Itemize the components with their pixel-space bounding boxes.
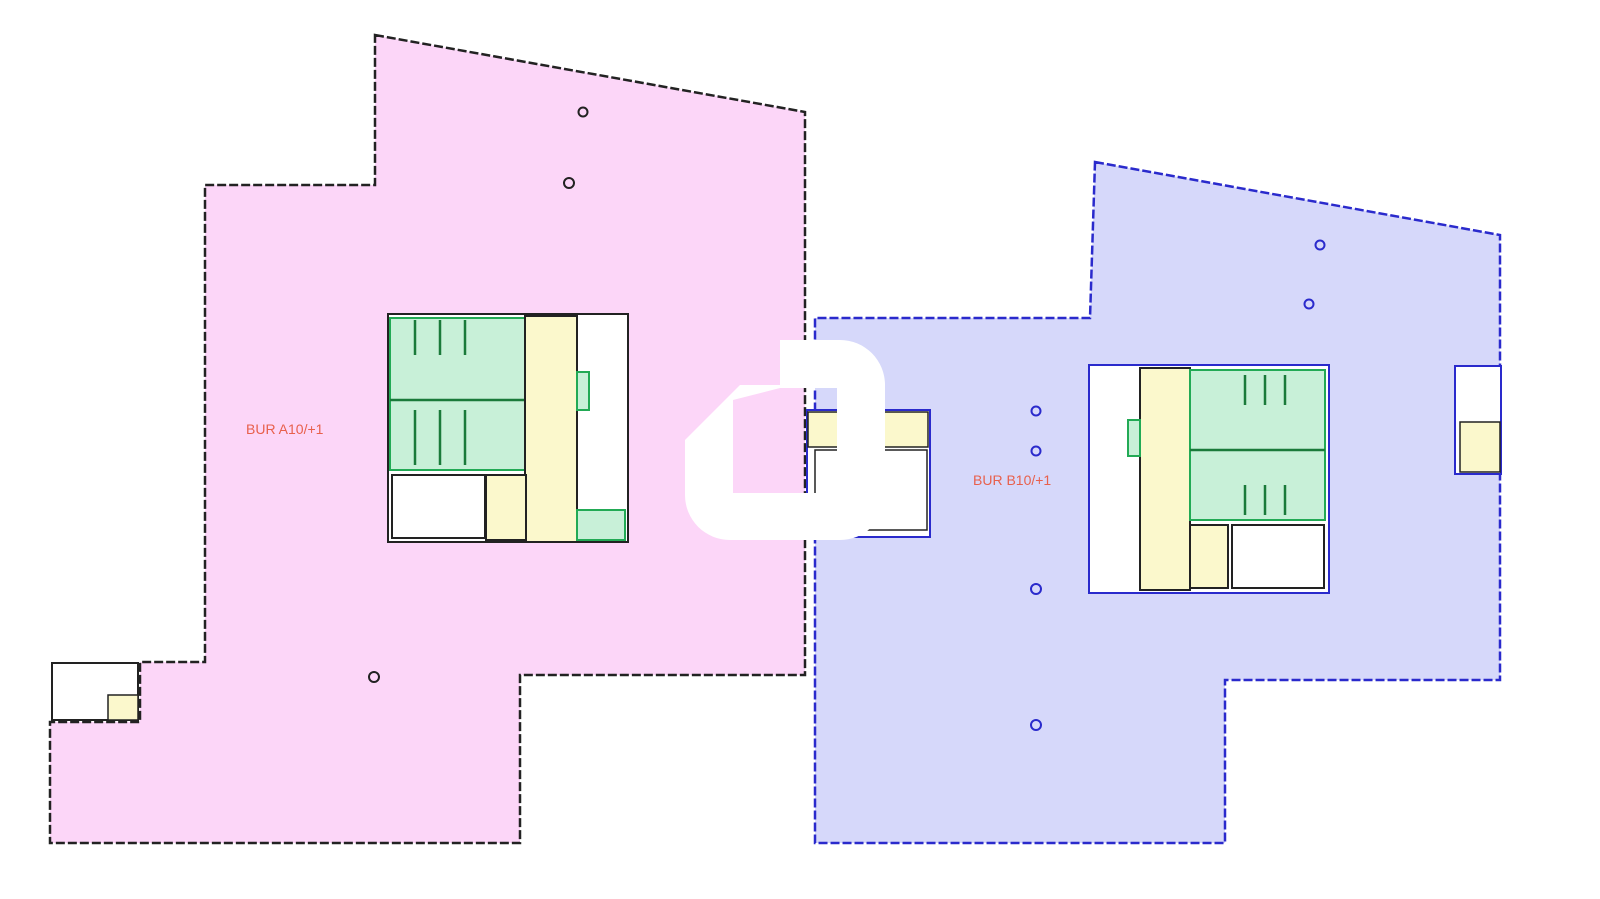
zone-b-stair: [1454, 365, 1502, 475]
zone-b-label: BUR B10/+1: [973, 472, 1051, 488]
zone-b-columns: [1030, 239, 1326, 731]
zone-a-columns: [368, 106, 589, 683]
zone-a-core: [387, 313, 629, 543]
zone-a-label: BUR A10/+1: [246, 421, 324, 437]
zone-b[interactable]: BUR B10/+1: [806, 160, 1502, 845]
zone-a[interactable]: BUR A10/+1: [48, 33, 807, 845]
zone-a-stair: [51, 662, 139, 721]
building-logo-icon: [685, 340, 885, 540]
zone-b-core: [1088, 364, 1330, 594]
